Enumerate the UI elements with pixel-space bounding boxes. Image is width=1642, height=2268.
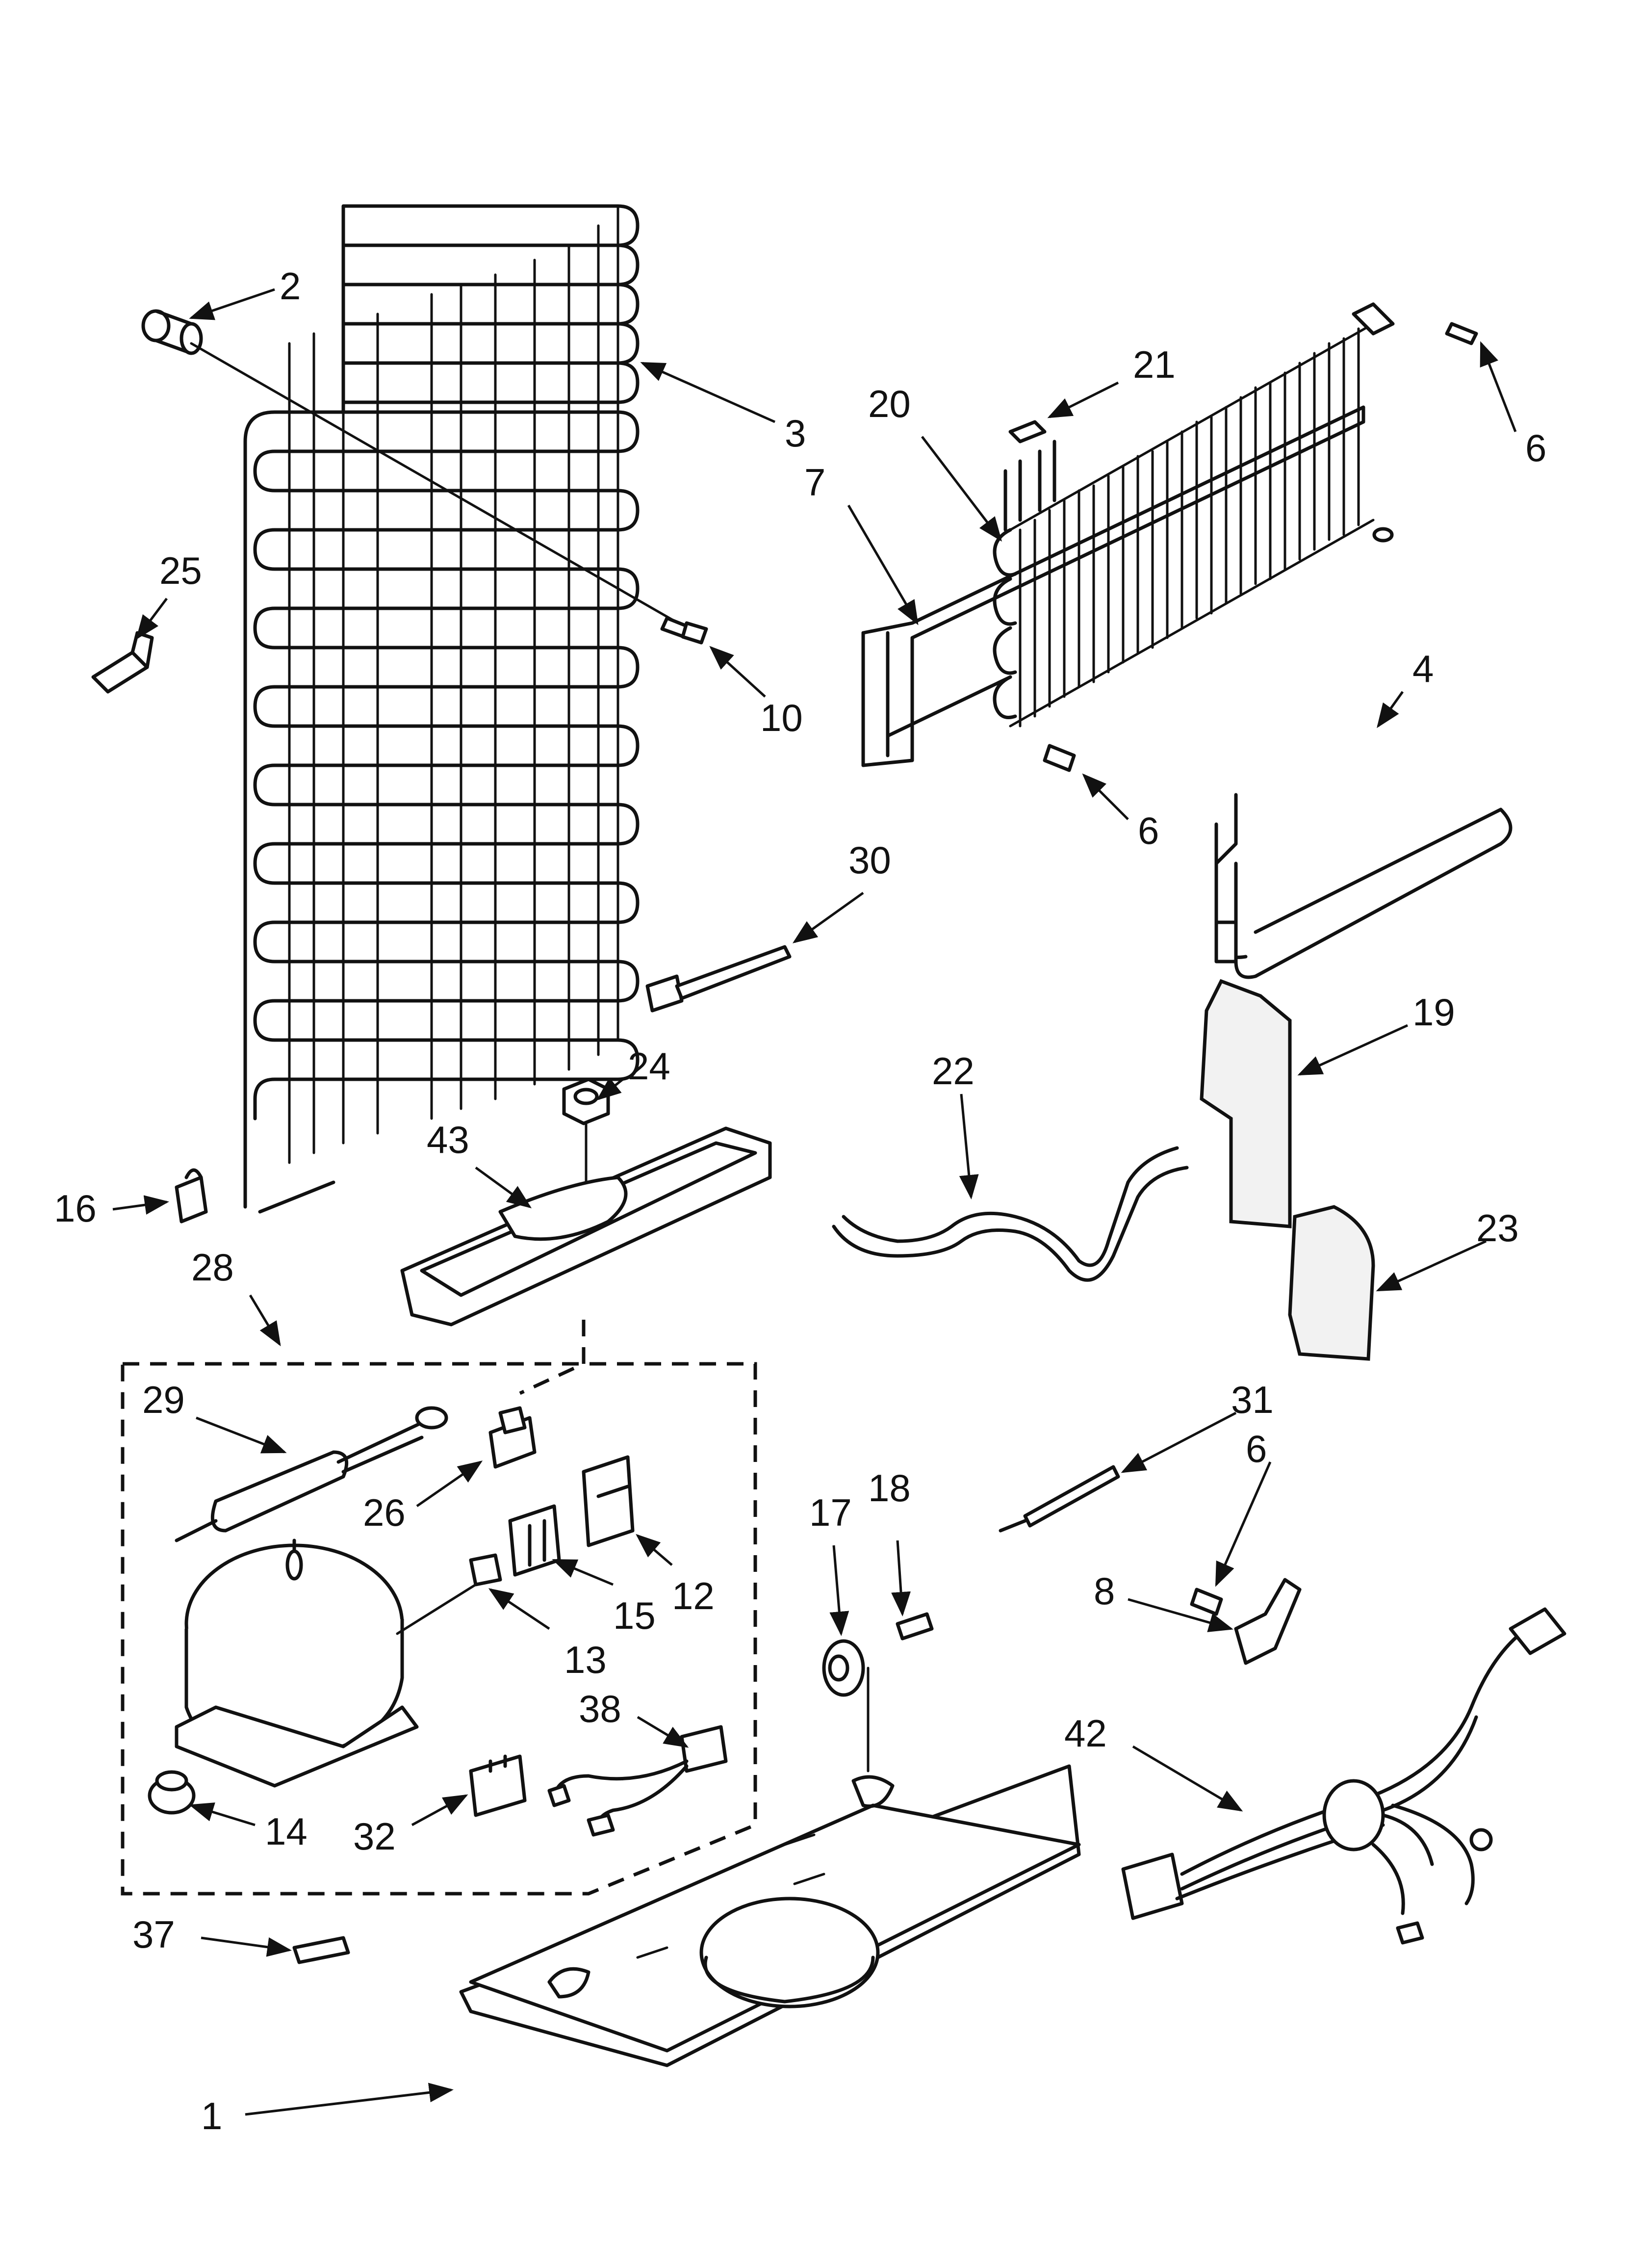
callout-8: 8: [1094, 1569, 1115, 1613]
part-19-foam: [1200, 979, 1292, 1228]
part-29-drier: [175, 1406, 448, 1542]
callout-1: 1: [201, 2094, 222, 2138]
callout-25: 25: [159, 549, 202, 592]
part-14-grommet: [148, 1770, 196, 1815]
callout-labels: 2 3 25 10 16 28 21 20 7 6 4 6 30 19 24 4…: [54, 264, 1546, 2138]
callout-43: 43: [427, 1118, 469, 1161]
part-4-heater: [1214, 793, 1513, 979]
callout-21: 21: [1133, 343, 1176, 386]
part-32-capacitor: [469, 1754, 527, 1817]
callout-19: 19: [1412, 991, 1455, 1034]
part-26-relay: [488, 1406, 537, 1469]
callout-6b: 6: [1138, 809, 1159, 852]
part-25-clip: [91, 631, 154, 694]
callout-37: 37: [132, 1913, 175, 1956]
part-1-base: [459, 1764, 1081, 2067]
evaporator: [861, 302, 1395, 767]
part-2-plug: [141, 309, 688, 629]
leader-lines: [112, 288, 1517, 2116]
callout-14: 14: [265, 1810, 308, 1853]
part-12-overload: [582, 1455, 635, 1547]
part-6-screw-c: [1190, 1588, 1223, 1616]
part-6-screw-a: [1445, 322, 1478, 345]
callout-22: 22: [932, 1049, 975, 1093]
callout-7: 7: [804, 461, 825, 504]
part-23-foam: [1288, 1205, 1375, 1361]
callout-20: 20: [868, 382, 911, 425]
part-16-clip: [175, 1168, 208, 1224]
callout-42: 42: [1064, 1712, 1107, 1755]
condenser-coil: [243, 204, 640, 1214]
callout-6a: 6: [1525, 426, 1546, 469]
callout-30: 30: [848, 838, 891, 882]
callout-26: 26: [363, 1491, 406, 1534]
compressor: [175, 1538, 419, 1788]
callout-18: 18: [868, 1466, 911, 1510]
part-22-tube: [832, 1146, 1189, 1282]
evaporator-fins: [1009, 322, 1375, 728]
part-10-screw: [660, 616, 708, 645]
callout-15: 15: [613, 1594, 656, 1637]
part-8-bracket: [1234, 1578, 1302, 1665]
part-30-cable-tie: [645, 945, 792, 1013]
part-42-wire-harness: [1121, 1607, 1566, 1945]
callout-16: 16: [54, 1187, 97, 1230]
callout-12: 12: [672, 1574, 715, 1617]
callout-31: 31: [1231, 1378, 1274, 1421]
part-43-drain-pan: [400, 1126, 772, 1327]
part-24-nut: [562, 1077, 610, 1184]
callout-6c: 6: [1246, 1427, 1267, 1470]
callout-38: 38: [579, 1687, 621, 1730]
callout-2: 2: [280, 264, 301, 308]
callout-28: 28: [191, 1246, 234, 1289]
part-6-screw-b: [1043, 744, 1076, 772]
callout-10: 10: [760, 696, 803, 739]
callout-4: 4: [1412, 647, 1434, 690]
part-17-foot: [822, 1639, 870, 1773]
part-37-clip: [292, 1936, 350, 1964]
part-31-tube: [999, 1465, 1120, 1533]
part-28-kit-boundary: [121, 1362, 757, 1896]
callout-29: 29: [142, 1378, 185, 1421]
callout-23: 23: [1476, 1206, 1519, 1250]
part-13-clip: [396, 1553, 502, 1635]
callout-32: 32: [353, 1815, 396, 1858]
part-38-harness: [547, 1725, 728, 1837]
callout-24: 24: [628, 1044, 670, 1088]
callout-3: 3: [785, 412, 806, 455]
callout-13: 13: [564, 1638, 607, 1681]
callout-17: 17: [809, 1491, 852, 1534]
part-15-starter: [508, 1504, 561, 1577]
part-18-screw: [896, 1612, 934, 1641]
